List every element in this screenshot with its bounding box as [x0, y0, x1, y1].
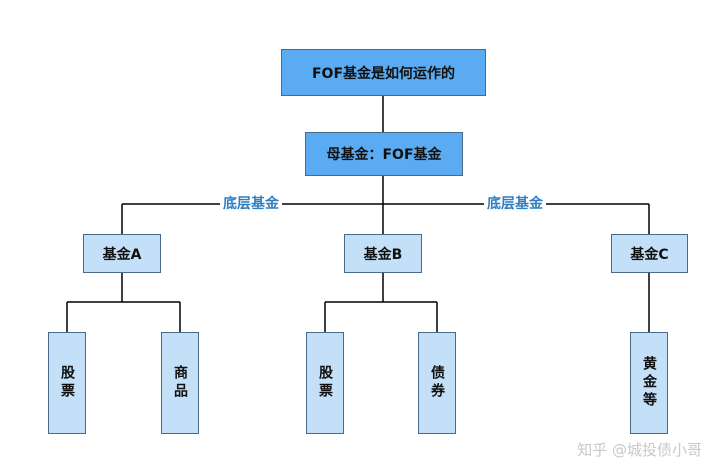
fund-c-box: 基金C — [611, 234, 688, 273]
edge-label-right: 底层基金 — [484, 195, 546, 213]
title-box: FOF基金是如何运作的 — [281, 49, 486, 96]
fund-a-box: 基金A — [83, 234, 161, 273]
fund-a-stock-box: 股票 — [48, 332, 86, 434]
fund-b-box: 基金B — [344, 234, 422, 273]
edge-label-left: 底层基金 — [220, 195, 282, 213]
fund-c-gold-box: 黄金等 — [630, 332, 668, 434]
fund-b-bond-box: 债券 — [418, 332, 456, 434]
fund-a-commodity-box: 商品 — [161, 332, 199, 434]
mother-fund-box: 母基金：FOF基金 — [305, 132, 463, 176]
fund-b-stock-box: 股票 — [306, 332, 344, 434]
watermark: 知乎 @城投债小哥 — [577, 441, 702, 459]
